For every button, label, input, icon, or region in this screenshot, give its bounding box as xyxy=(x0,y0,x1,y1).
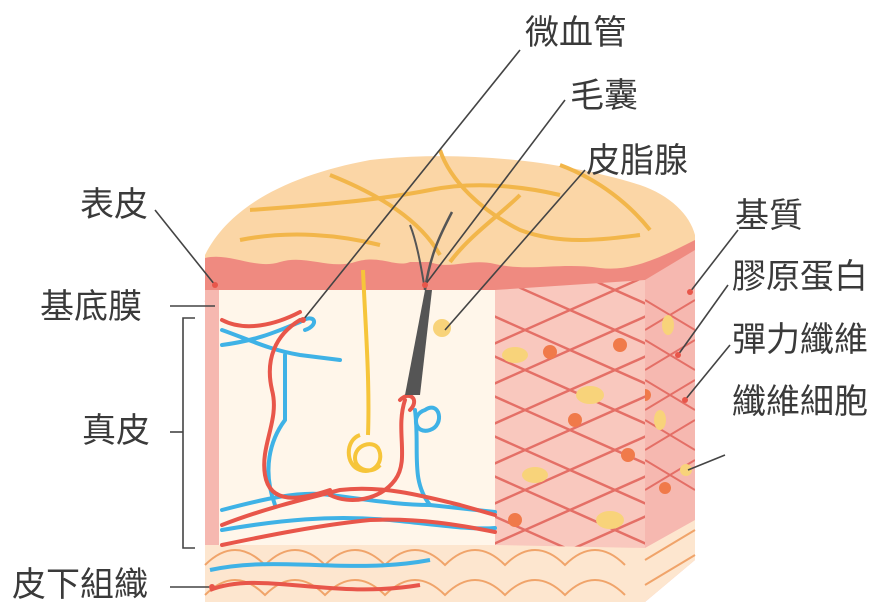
label-hair-follicle: 毛囊 xyxy=(570,77,638,115)
label-fibroblast: 纖維細胞 xyxy=(732,383,868,421)
label-epidermis: 表皮 xyxy=(80,186,148,224)
label-elastic-fiber: 彈力纖維 xyxy=(732,321,868,359)
label-basement-membrane: 基底膜 xyxy=(40,288,142,326)
label-sebaceous-gland: 皮脂腺 xyxy=(586,142,688,180)
label-dermis: 真皮 xyxy=(82,412,150,450)
label-collagen: 膠原蛋白 xyxy=(732,258,868,296)
label-capillary: 微血管 xyxy=(525,14,627,52)
label-subcutaneous-tissue: 皮下組織 xyxy=(12,566,148,604)
label-matrix: 基質 xyxy=(735,197,803,235)
